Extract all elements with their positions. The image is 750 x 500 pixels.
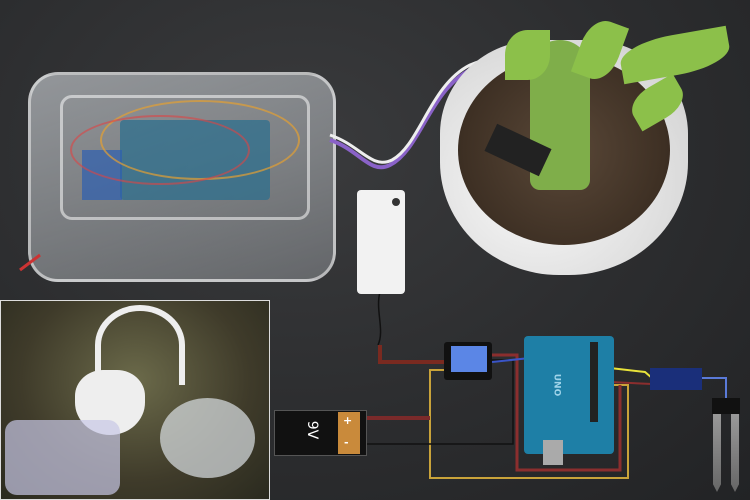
inset-water-bowl [160,398,255,478]
tag-hole [392,198,400,206]
arduino-pin-header [590,342,598,422]
soil-probe-prong [731,414,739,492]
plant-tag [357,190,405,294]
relay-body [451,346,487,372]
inset-enclosure [5,420,120,495]
soil-probe-head [712,398,740,414]
battery-plus-sign: + [343,414,353,427]
soil-probe-prong [713,414,721,492]
usb-port [543,440,563,465]
leaf [505,30,550,80]
inset-water-tube [95,305,185,385]
wires-in-box-red [70,115,250,185]
arduino-uno-label: UNO [551,373,562,397]
battery-label: 9V [304,420,321,440]
enclosure-lid [60,95,310,220]
arduino-uno-board [524,336,614,454]
battery-terminal-cap [338,412,360,454]
moisture-sensor-module [650,368,702,390]
battery-minus-sign: - [344,436,349,449]
